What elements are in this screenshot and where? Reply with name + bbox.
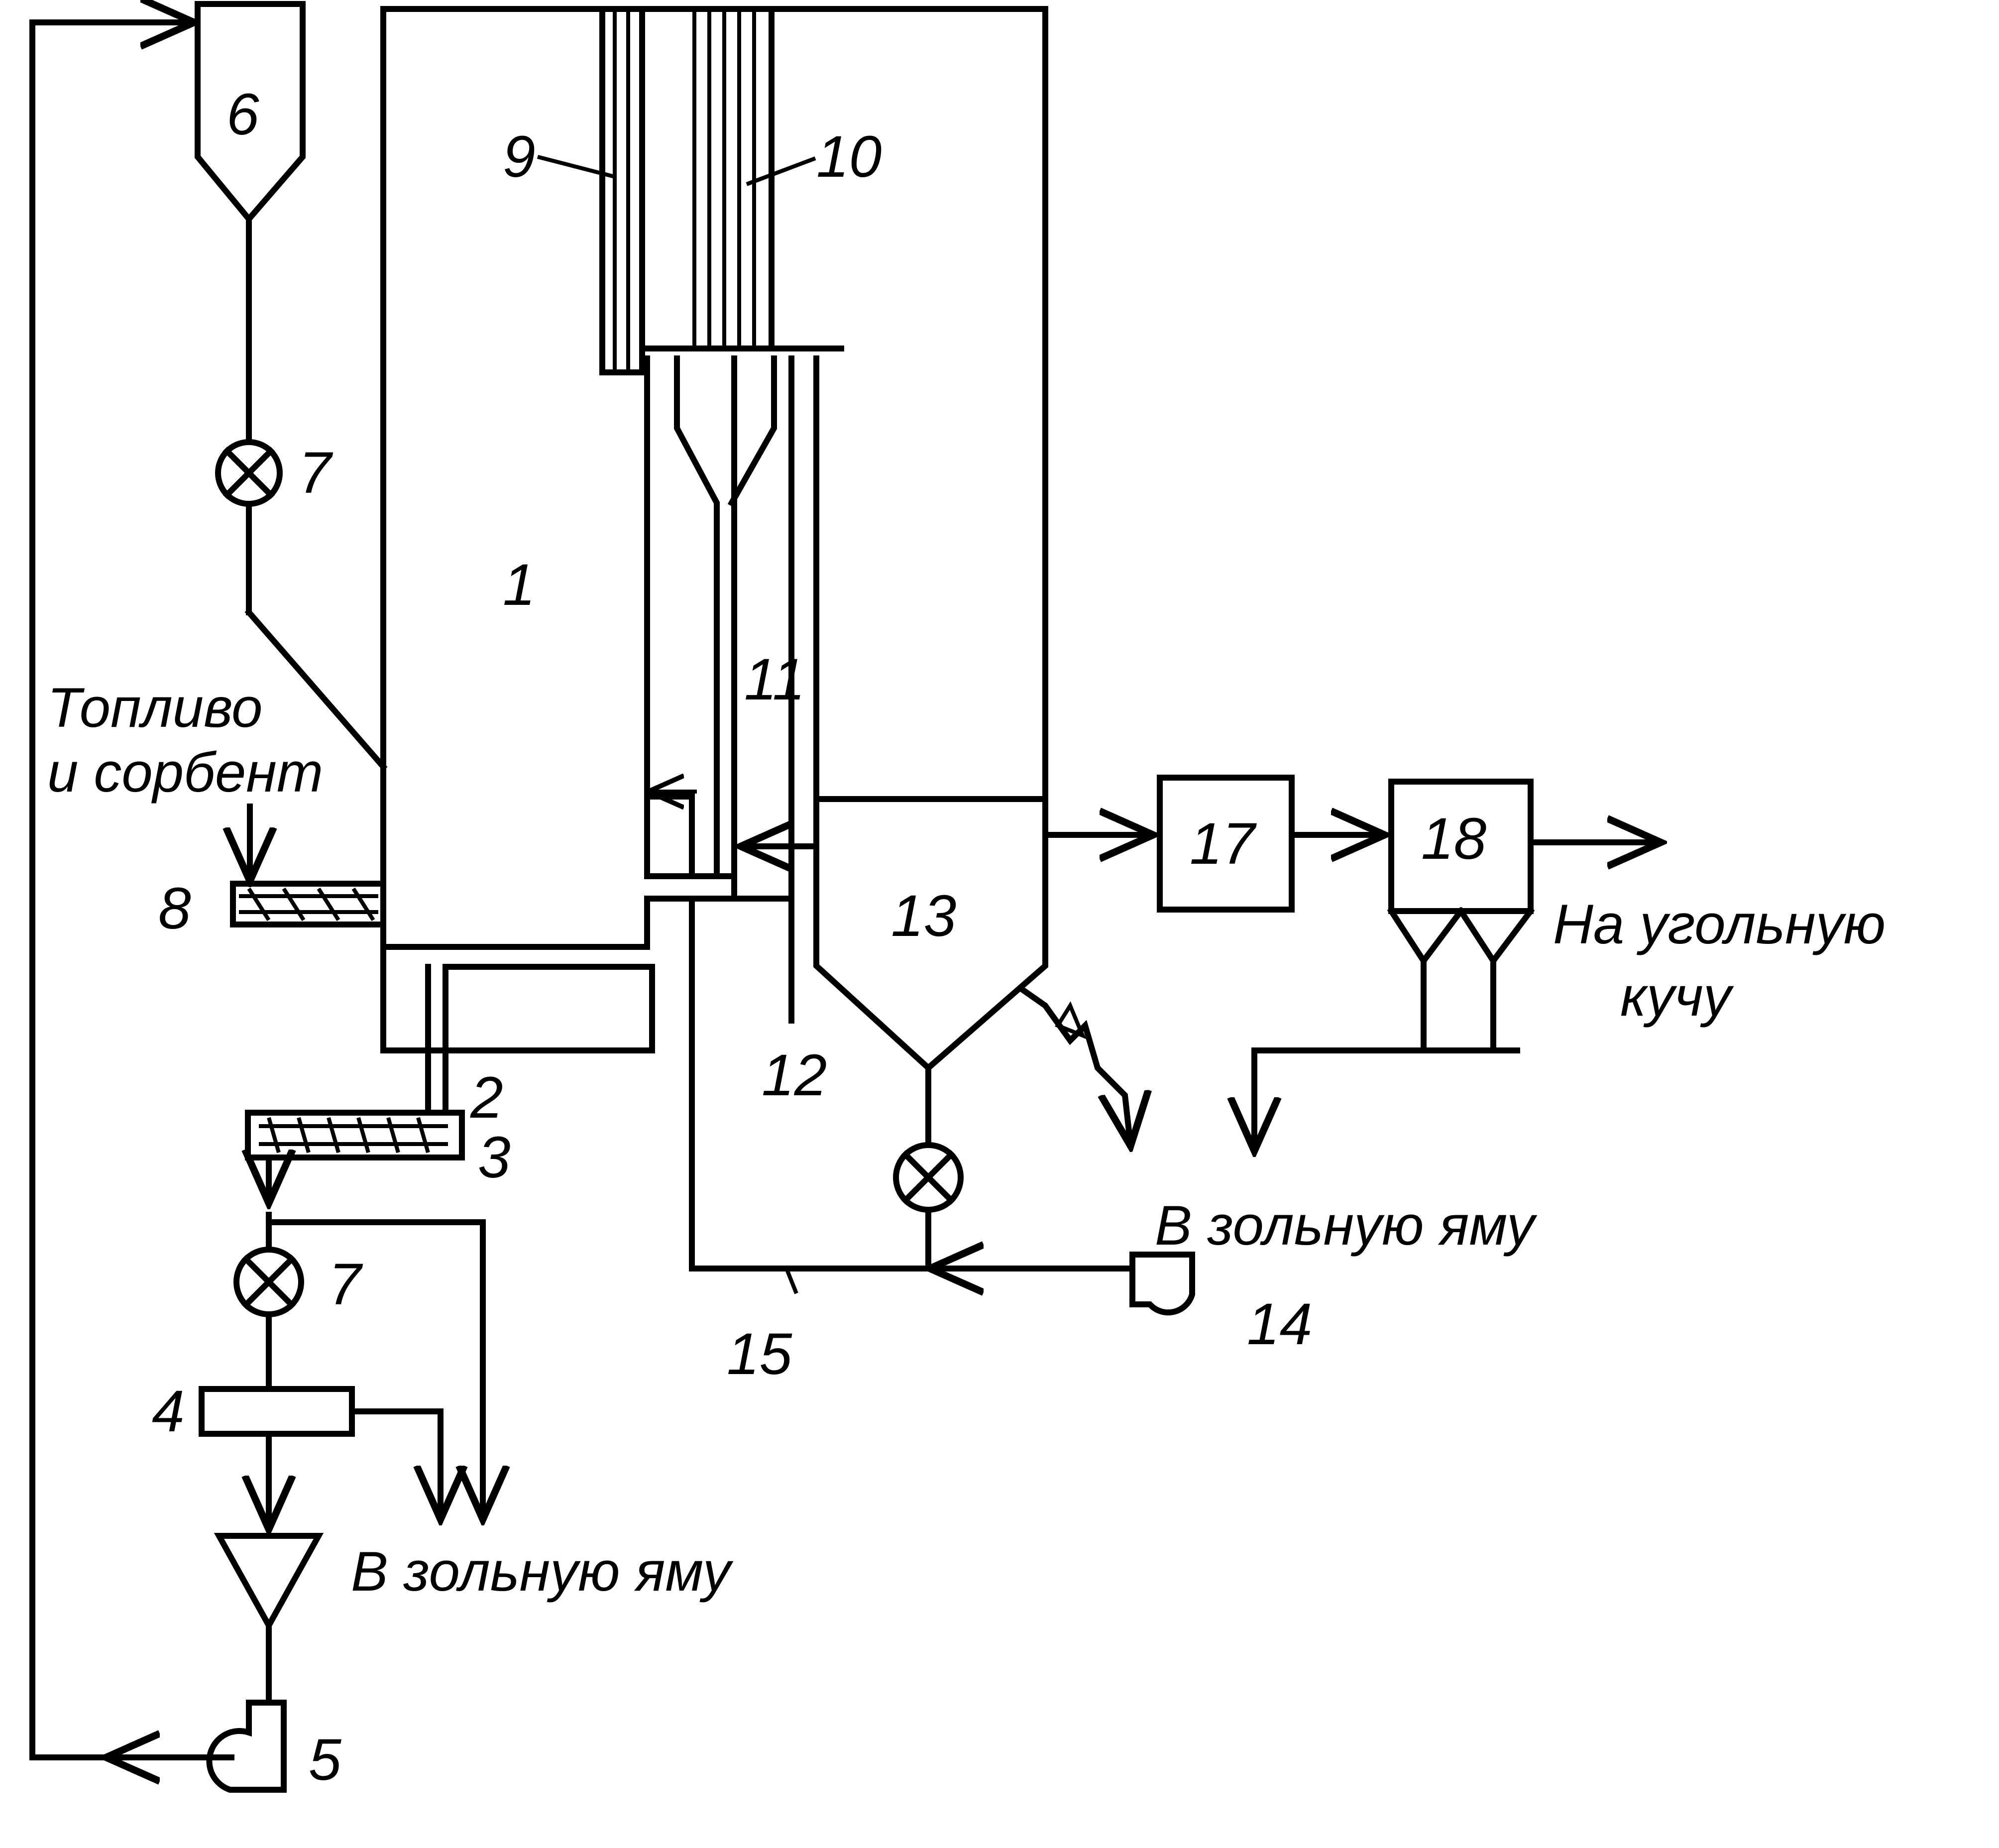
- label-9: 9: [503, 124, 536, 190]
- fuel-label-line2: и сорбент: [47, 741, 323, 804]
- fuel-screw-8: [233, 804, 386, 927]
- label-13: 13: [891, 883, 956, 949]
- label-3: 3: [478, 1125, 511, 1190]
- label-2: 2: [470, 1065, 503, 1131]
- label-1: 1: [503, 552, 536, 618]
- coal-pile-label-line2: кучу: [1620, 965, 1734, 1028]
- label-4: 4: [152, 1379, 185, 1444]
- label-14: 14: [1247, 1291, 1312, 1357]
- label-17: 17: [1190, 811, 1257, 877]
- label-10: 10: [816, 124, 882, 190]
- separator-4: [199, 1386, 355, 1437]
- unit-18: [1254, 779, 1655, 1145]
- label-5: 5: [309, 1727, 341, 1793]
- coal-pile-label-line1: На угольную: [1553, 893, 1886, 955]
- blower-14: [1129, 1252, 1195, 1316]
- separator-13: [813, 796, 1048, 1271]
- ash-return-line: [29, 22, 483, 1793]
- heat-exchanger-10: [639, 6, 844, 351]
- ash-cone: [214, 1533, 324, 1632]
- label-18: 18: [1421, 806, 1486, 872]
- ash-pit-label-right: В зольную яму: [1155, 1194, 1538, 1257]
- label-7-bottom: 7: [329, 1252, 363, 1317]
- blower-5: [206, 1700, 287, 1793]
- hopper-feed-line: [215, 216, 388, 771]
- label-8: 8: [158, 876, 191, 941]
- label-15: 15: [727, 1321, 792, 1387]
- air-inlet-12: [747, 846, 819, 1024]
- air-box-2: [380, 944, 655, 1116]
- ash-screw-3: [245, 1110, 465, 1160]
- hopper-6: [195, 1, 306, 224]
- cyclone-11: [644, 355, 777, 902]
- label-12: 12: [762, 1042, 827, 1108]
- heat-exchanger-9: [599, 6, 645, 375]
- drain-13: [1016, 984, 1130, 1140]
- label-11: 11: [744, 647, 805, 712]
- recycle-line-15: [689, 896, 1135, 1293]
- ash-pit-label-left: В зольную яму: [351, 1540, 734, 1603]
- cyclone-wall: [731, 355, 819, 902]
- furnace-1: [380, 6, 1048, 950]
- unit-17: [1157, 775, 1379, 913]
- fuel-label-line1: Топливо: [47, 677, 262, 739]
- label-7-top: 7: [299, 440, 333, 506]
- label-6: 6: [226, 82, 259, 147]
